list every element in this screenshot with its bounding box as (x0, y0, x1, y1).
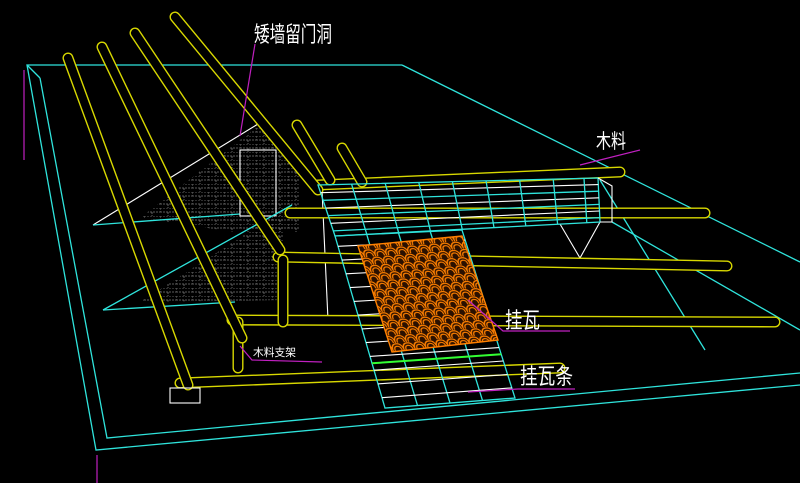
label-tile-batten: 挂瓦条 (520, 365, 573, 390)
leader-tile-batten (467, 388, 575, 393)
leader-tile (467, 299, 570, 332)
timber-beam (272, 251, 733, 272)
roof-edge-line (401, 64, 800, 263)
batten-highlight (371, 353, 502, 365)
support-block (169, 387, 201, 404)
label-tile: 挂瓦 (505, 309, 540, 334)
leader-timber (579, 149, 641, 166)
timber-purlin (62, 52, 194, 391)
timber-purlin (129, 27, 286, 256)
batten-grid-upper (317, 177, 613, 237)
leader-door-opening (239, 43, 256, 137)
timber-beam (174, 362, 566, 389)
label-timber-support: 木料支架 (253, 345, 296, 359)
leader-timber-support (239, 345, 323, 363)
timber-stub (291, 119, 336, 186)
timber-stub (336, 142, 368, 188)
label-timber: 木料 (596, 129, 626, 153)
timber-beam (312, 166, 626, 191)
timber-beam (226, 314, 781, 328)
label-door-opening: 矮墙留门洞 (254, 23, 332, 48)
timber-purlin (169, 11, 324, 196)
timber-purlin (96, 41, 248, 344)
